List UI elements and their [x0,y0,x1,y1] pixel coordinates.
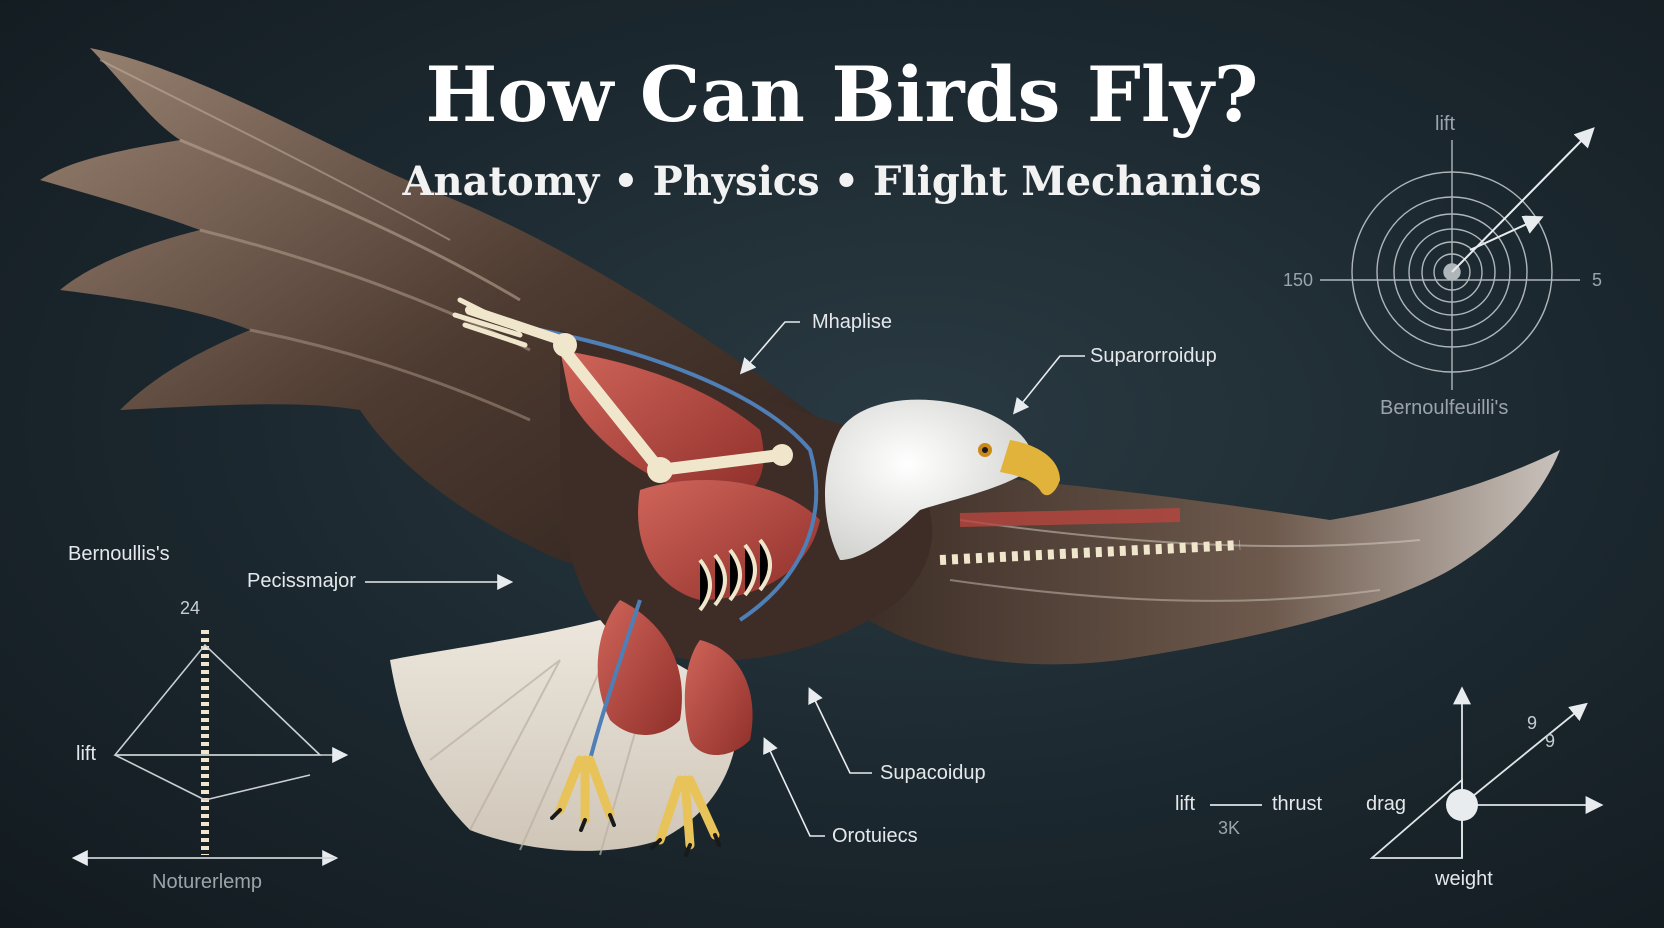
polar-diagram-left-value: 150 [1283,270,1314,290]
force-thrust-label: thrust [1272,793,1323,815]
right-wing [840,450,1560,665]
page-subtitle: Anatomy • Physics • Flight Mechanics [402,158,1262,205]
pectoral-muscle [638,480,820,600]
eagle-head [825,399,1060,560]
polar-diagram-lift: lift [1435,113,1455,135]
left-diagram-heading: Bernoullis's [68,543,170,565]
ribs [698,538,772,612]
force-diagram [1210,686,1604,859]
label-top-wing: Mhaplise [812,311,893,333]
force-g2-label: 9 [1545,731,1556,751]
bernoulli-polar-diagram [1320,127,1595,390]
body [452,297,933,761]
left-bernoulli-diagram [71,630,349,866]
leg-muscle-right [684,640,753,755]
wing-bones [452,297,786,476]
force-lift-value: 3K [1218,818,1241,838]
annotation-leaders [365,321,1085,837]
force-center-dot [1446,789,1478,821]
force-g1-label: 9 [1527,713,1538,733]
leg-muscle-left [597,600,682,735]
left-diagram-bottom-label: Noturerlemp [152,871,263,893]
page-title: How Can Birds Fly? [425,50,1259,139]
force-drag-label: drag [1366,793,1407,815]
polar-diagram-caption: Bernoulfeuilli's [1380,397,1509,419]
force-weight-label: weight [1435,868,1493,890]
force-lift-label: lift [1175,793,1195,815]
beak [1000,440,1060,496]
talons [555,755,720,850]
left-diagram-top-value: 24 [180,598,201,618]
left-diagram-lift: lift [76,743,96,765]
label-lower-bottom: Orotuiecs [832,825,918,847]
label-neck: Suparorroidup [1090,345,1217,367]
polar-diagram-right-value: 5 [1592,270,1603,290]
label-lower-right: Supacoidup [880,762,986,784]
label-pectoral: Pecissmajor [247,570,356,592]
